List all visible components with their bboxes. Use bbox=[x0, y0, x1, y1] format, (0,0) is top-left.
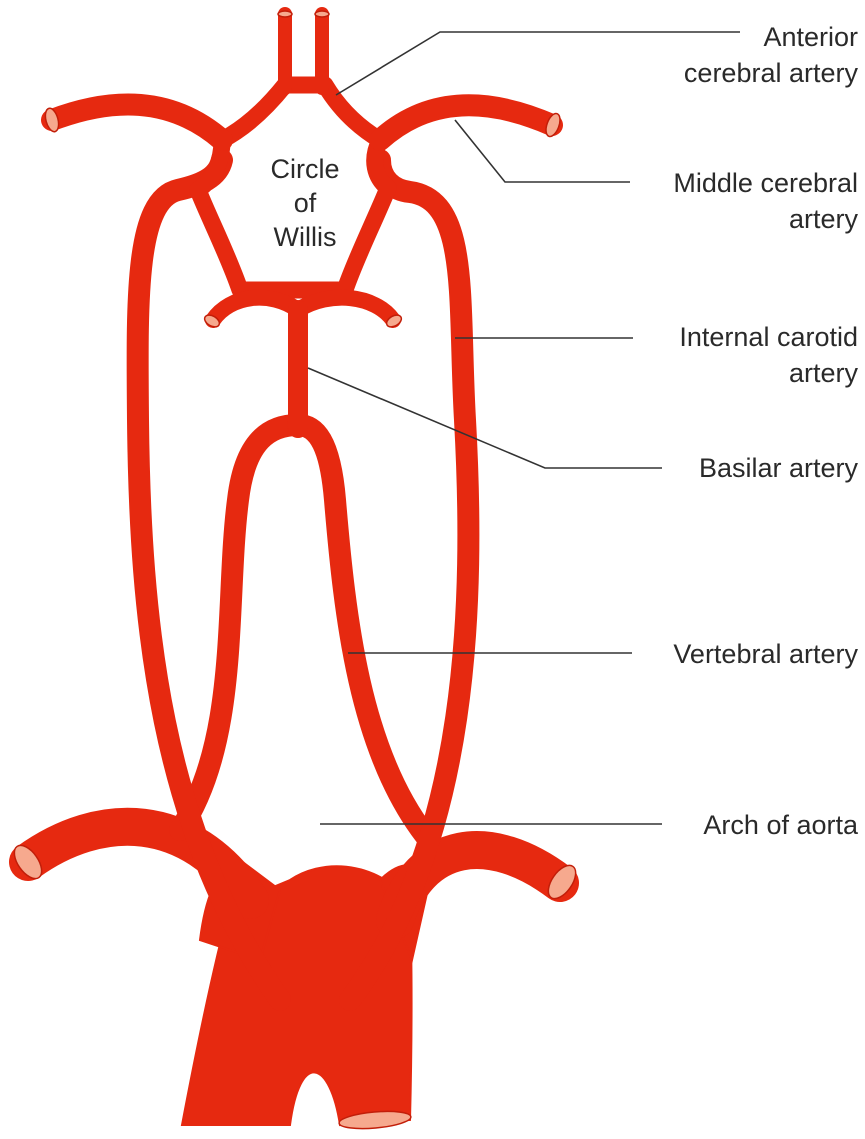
label-anterior-cerebral-1: Anterior bbox=[763, 22, 858, 52]
label-internal-carotid-1: Internal carotid bbox=[679, 322, 858, 352]
label-internal-carotid-2: artery bbox=[789, 358, 859, 388]
right-vertebral-artery bbox=[298, 425, 425, 835]
label-middle-cerebral-1: Middle cerebral bbox=[673, 168, 858, 198]
label-aortic-arch: Arch of aorta bbox=[703, 810, 859, 840]
labels: Anterior cerebral artery Middle cerebral… bbox=[673, 22, 859, 840]
left-anterior-cerebral-end bbox=[278, 11, 292, 17]
left-posterior-cerebral-artery bbox=[213, 298, 298, 320]
label-anterior-cerebral-2: cerebral artery bbox=[684, 58, 859, 88]
leader-anterior-cerebral bbox=[336, 32, 740, 95]
leader-basilar bbox=[308, 368, 662, 468]
right-posterior-cerebral-artery bbox=[298, 298, 393, 320]
label-basilar: Basilar artery bbox=[699, 453, 859, 483]
left-middle-cerebral-artery bbox=[52, 104, 222, 140]
left-vertebral-artery bbox=[180, 425, 298, 830]
right-anterior-cerebral-end bbox=[315, 11, 329, 17]
circle-of-willis-label: Circle of Willis bbox=[270, 154, 339, 252]
anterior-cerebral-arteries bbox=[278, 11, 329, 88]
circle-of-willis-line3: Willis bbox=[274, 222, 337, 252]
label-vertebral: Vertebral artery bbox=[673, 639, 858, 669]
middle-cerebral-arteries bbox=[43, 104, 563, 140]
vertebral-arteries bbox=[180, 425, 425, 835]
circle-of-willis-line1: Circle bbox=[270, 154, 339, 184]
label-middle-cerebral-2: artery bbox=[789, 204, 859, 234]
circle-of-willis-line2: of bbox=[294, 188, 317, 218]
